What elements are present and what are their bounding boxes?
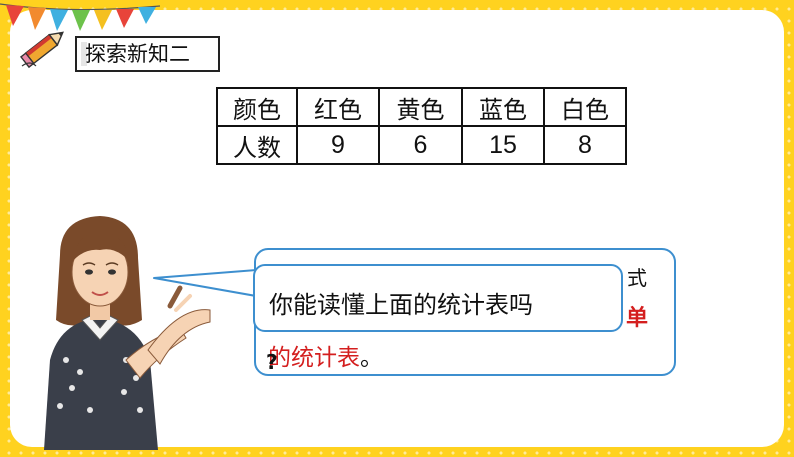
table-color-cell: 红色 xyxy=(296,87,380,127)
table-count-cell: 8 xyxy=(543,125,627,165)
speech-bubble-tail xyxy=(153,269,258,297)
partial-text-right: 式 xyxy=(627,266,647,290)
table-color-cell: 黄色 xyxy=(378,87,463,127)
question-mark: ? xyxy=(266,350,278,374)
bunting-decoration xyxy=(0,3,161,31)
table-row-counts: 人数 9 6 15 8 xyxy=(216,125,627,165)
pencil-icon xyxy=(20,31,64,69)
section-title: 探索新知二 xyxy=(85,42,190,66)
partial-period: 。 xyxy=(360,345,383,371)
table-count-cell: 9 xyxy=(296,125,380,165)
teacher-illustration xyxy=(44,216,211,450)
partial-text-bottom: 的统计表。 xyxy=(268,338,383,372)
section-title-box: 探索新知二 xyxy=(75,36,220,72)
partial-red-text: 的统计表 xyxy=(268,345,360,371)
table-count-cell: 15 xyxy=(461,125,545,165)
table-header-label: 颜色 xyxy=(216,87,298,127)
table-row-colors: 颜色 红色 黄色 蓝色 白色 xyxy=(216,87,627,127)
partial-text-right-red: 单 xyxy=(626,306,649,331)
table-count-cell: 6 xyxy=(378,125,463,165)
question-speech-bubble: 你能读懂上面的统计表吗 xyxy=(253,264,623,332)
table-row-label: 人数 xyxy=(216,125,298,165)
question-text: 你能读懂上面的统计表吗 xyxy=(269,291,533,319)
table-color-cell: 蓝色 xyxy=(461,87,545,127)
color-count-table: 颜色 红色 黄色 蓝色 白色 人数 9 6 15 8 xyxy=(216,87,627,165)
table-color-cell: 白色 xyxy=(543,87,627,127)
title-accent-bar xyxy=(81,42,87,66)
